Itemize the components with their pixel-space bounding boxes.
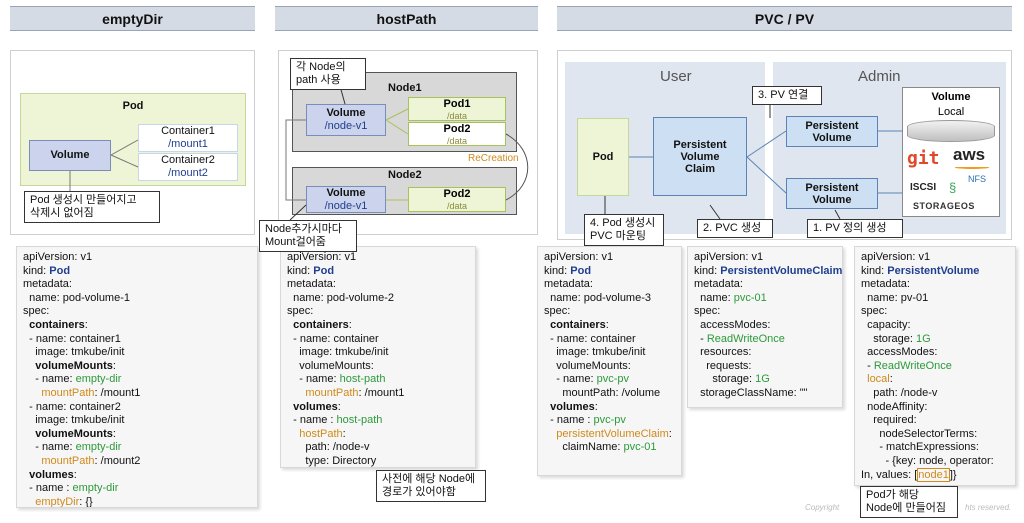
callout-line: 경로가 있어야함 <box>382 486 456 498</box>
container2-label: Container2 <box>161 154 215 166</box>
step1-callout: 1. PV 정의 생성 <box>807 219 903 238</box>
data-path: /data <box>446 111 468 121</box>
pvc-label: Volume <box>680 150 720 163</box>
aws-logo: aws <box>953 145 986 164</box>
pvc-pv-header: PVC / PV <box>557 6 1012 31</box>
pv-box-1: Persistent Volume <box>786 116 878 147</box>
volume-path: /node-v1 <box>324 120 368 132</box>
hostpath-header: hostPath <box>275 6 538 31</box>
hostpath-volume-2: Volume /node-v1 <box>306 186 386 213</box>
pv-yaml: apiVersion: v1 kind: PersistentVolume me… <box>854 246 1016 486</box>
copyright-footer: Copyright <box>805 503 840 512</box>
data-path: /data <box>446 136 468 146</box>
node1-title: Node1 <box>388 82 422 94</box>
pod2-label: Pod2 <box>443 188 471 200</box>
pod2-box-node2: Pod2 /data <box>408 187 506 212</box>
callout-line: PVC 마운팅 <box>590 230 647 242</box>
callout-line: 사전에 해당 Node에 <box>382 473 476 485</box>
git-logo: git <box>907 148 940 169</box>
pvc-label: Persistent <box>673 138 727 151</box>
pv-label: Volume <box>812 131 852 144</box>
node2-title: Node2 <box>388 169 422 181</box>
pvc-box: Persistent Volume Claim <box>653 117 747 196</box>
emptydir-yaml: apiVersion: v1 kind: Pod metadata: name:… <box>16 246 258 508</box>
emptydir-callout: Pod 생성시 만들어지고 삭제시 없어짐 <box>24 191 160 223</box>
mount2-label: /mount2 <box>168 167 208 179</box>
pod-title: Pod <box>122 100 144 112</box>
callout-line: 4. Pod 생성시 <box>590 217 656 229</box>
pvc-label: Claim <box>685 162 715 175</box>
callout-line: 각 Node의 <box>296 61 346 73</box>
volume-label: Volume <box>50 149 90 161</box>
user-title: User <box>660 68 692 85</box>
pod1-label: Pod1 <box>443 98 471 110</box>
storage-volume-box: Volume Local git aws NFS ISCSI § STORAGE… <box>902 87 1000 217</box>
pv-label: Persistent <box>805 119 859 132</box>
hostpath-yaml-callout: 사전에 해당 Node에 경로가 있어야함 <box>376 470 486 502</box>
pvc-yaml: apiVersion: v1 kind: PersistentVolumeCla… <box>687 246 843 408</box>
local-label: Local <box>937 106 965 118</box>
mount1-label: /mount1 <box>168 138 208 150</box>
pod-label: Pod <box>592 151 614 163</box>
storageos-icon: § <box>949 180 957 195</box>
admin-title: Admin <box>858 68 901 85</box>
pv-label: Persistent <box>805 181 859 194</box>
nfs-label: NFS <box>968 174 986 184</box>
volume-title: Volume <box>931 91 971 103</box>
step2-callout: 2. PVC 생성 <box>697 219 773 238</box>
pvc-pod: Pod <box>577 118 629 196</box>
pv-box-2: Persistent Volume <box>786 178 878 209</box>
hostpath-callout-bottom: Node추가시마다 Mount걸어줌 <box>259 220 357 252</box>
hostpath-yaml: apiVersion: v1 kind: Pod metadata: name:… <box>280 246 476 468</box>
callout-line: path 사용 <box>296 74 341 86</box>
emptydir-volume: Volume <box>29 140 111 171</box>
volume-path: /node-v1 <box>324 199 368 212</box>
volume-label: Volume <box>326 107 366 119</box>
recreation-label: ReCreation <box>468 153 519 164</box>
container2: Container2 /mount2 <box>138 153 238 181</box>
pv-label: Volume <box>812 193 852 206</box>
step3-callout: 3. PV 연결 <box>752 86 822 105</box>
pod2-box-node1: Pod2 /data <box>408 122 506 146</box>
storageos-logo: STORAGEOS <box>913 201 975 211</box>
callout-line: Node에 만들어짐 <box>866 502 946 514</box>
pod-pvc-yaml: apiVersion: v1 kind: Pod metadata: name:… <box>537 246 682 476</box>
data-path: /data <box>446 201 468 211</box>
callout-line: Node추가시마다 <box>265 223 342 235</box>
emptydir-header: emptyDir <box>10 6 255 31</box>
callout-line: 삭제시 없어짐 <box>30 207 94 219</box>
hostpath-volume-1: Volume /node-v1 <box>306 104 386 136</box>
iscsi-label: ISCSI <box>910 182 937 193</box>
callout-line: Pod 생성시 만들어지고 <box>30 194 137 206</box>
volume-label: Volume <box>326 186 366 199</box>
hostpath-callout-top: 각 Node의 path 사용 <box>290 58 366 90</box>
callout-line: Pod가 해당 <box>866 489 919 501</box>
pod2-label: Pod2 <box>443 123 471 135</box>
container1-label: Container1 <box>161 125 215 137</box>
copyright-footer-end: hts reserved. <box>965 503 1012 512</box>
callout-line: Mount걸어줌 <box>265 236 326 248</box>
container1: Container1 /mount1 <box>138 124 238 152</box>
aws-smile-icon <box>955 166 989 169</box>
step4-callout: 4. Pod 생성시 PVC 마운팅 <box>584 214 664 246</box>
pod1-box: Pod1 /data <box>408 97 506 121</box>
pv-yaml-callout: Pod가 해당 Node에 만들어짐 <box>860 486 958 518</box>
disk-icon <box>907 120 995 142</box>
